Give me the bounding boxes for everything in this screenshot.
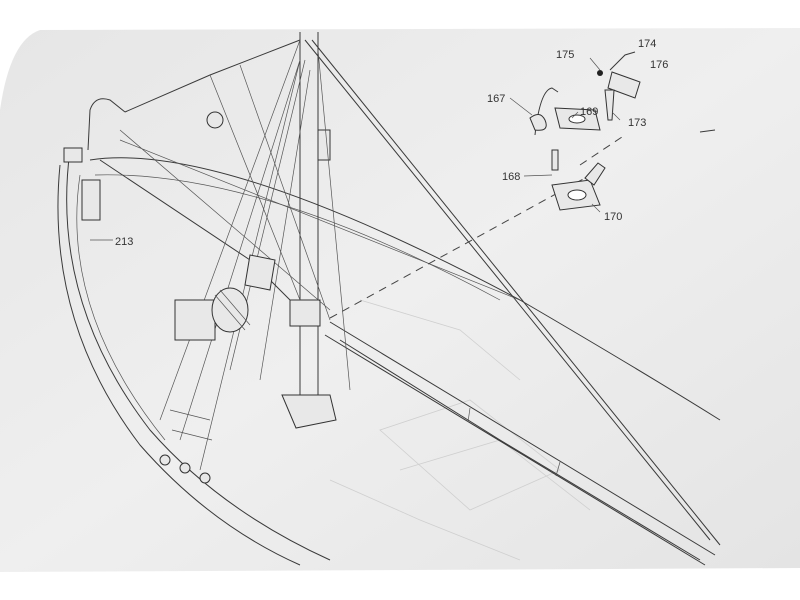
mast bbox=[281, 32, 337, 429]
label-213: 213 bbox=[115, 236, 133, 248]
label-169: 169 bbox=[580, 106, 598, 118]
dashed-leader-line bbox=[579, 134, 626, 166]
boom bbox=[324, 321, 716, 566]
faint-background-drawing bbox=[329, 299, 591, 561]
label-168: 168 bbox=[502, 171, 520, 183]
detail-parts bbox=[529, 51, 716, 211]
label-173: 173 bbox=[628, 117, 646, 129]
part-labels: 174 175 176 167 169 173 168 170 213 bbox=[90, 38, 668, 248]
label-175: 175 bbox=[556, 49, 574, 61]
label-176: 176 bbox=[650, 59, 668, 71]
chainplates bbox=[159, 409, 213, 484]
label-174: 174 bbox=[638, 38, 656, 50]
dashed-leader-line bbox=[329, 177, 586, 319]
label-170: 170 bbox=[604, 211, 622, 223]
winch bbox=[174, 254, 276, 341]
label-167: 167 bbox=[487, 93, 505, 105]
paper-sheet bbox=[0, 28, 800, 572]
